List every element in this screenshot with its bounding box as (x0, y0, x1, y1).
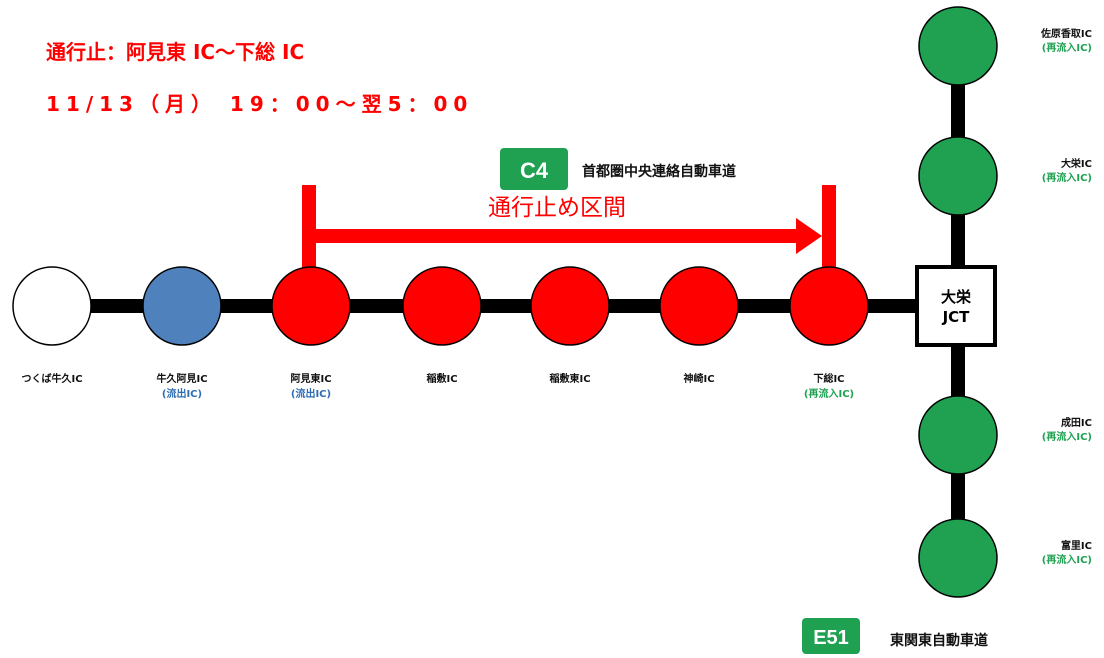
interchange-note: (再流入IC) (1041, 173, 1092, 184)
interchange-note: (再流入IC) (1041, 432, 1092, 443)
interchange-label: 富里IC (再流入IC) (1042, 540, 1092, 568)
interchange-name: 下総IC (813, 374, 845, 385)
interchange-label: 成田IC (再流入IC) (1042, 417, 1092, 445)
interchange-name: 稲敷IC (426, 374, 458, 385)
interchange-node (918, 136, 998, 216)
interchange-name: 神崎IC (683, 374, 715, 385)
junction-type: JCT (942, 308, 970, 326)
interchange-label: つくば牛久IC (21, 372, 82, 387)
interchange-note: (流出IC) (290, 389, 332, 400)
closure-section-label: 通行止め区間 (488, 195, 626, 221)
interchange-label: 牛久阿見IC (流出IC) (156, 372, 207, 402)
interchange-name: 阿見東IC (290, 374, 332, 385)
interchange-name: 牛久阿見IC (156, 374, 208, 385)
interchange-node (918, 518, 998, 598)
closure-title: 通行止：阿見東 IC～下総 IC (46, 40, 305, 64)
closure-arrow-head (796, 218, 822, 254)
interchange-name: 稲敷東IC (549, 374, 591, 385)
interchange-label: 稲敷IC (426, 372, 457, 387)
interchange-name: 富里IC (1060, 541, 1092, 552)
interchange-label: 阿見東IC (流出IC) (290, 372, 331, 402)
junction-box: 大栄 JCT (915, 265, 997, 347)
interchange-node (789, 266, 869, 346)
interchange-node (271, 266, 351, 346)
interchange-note: (再流入IC) (803, 389, 855, 400)
interchange-label: 佐原香取IC (再流入IC) (1041, 28, 1092, 56)
interchange-note: (流出IC) (161, 389, 203, 400)
e51-road-name: 東関東自動車道 (890, 633, 988, 649)
e51-route-badge: E51 (802, 618, 860, 654)
interchange-label: 大栄IC (再流入IC) (1042, 158, 1092, 186)
interchange-node (12, 266, 92, 346)
interchange-label: 下総IC (再流入IC) (804, 372, 854, 402)
interchange-node (918, 6, 998, 86)
interchange-node (530, 266, 610, 346)
closure-time: 11/13（月） 19：00～翌5：00 (46, 92, 474, 116)
c4-road-name: 首都圏中央連絡自動車道 (582, 164, 736, 180)
junction-name: 大栄 (940, 288, 971, 306)
interchange-name: 成田IC (1060, 418, 1092, 429)
closure-end-marker (822, 185, 836, 270)
interchange-label: 稲敷東IC (549, 372, 590, 387)
interchange-node (659, 266, 739, 346)
interchange-label: 神崎IC (683, 372, 714, 387)
interchange-name: 大栄IC (1060, 159, 1092, 170)
interchange-node (142, 266, 222, 346)
c4-route-badge: C4 (500, 148, 568, 190)
interchange-name: 佐原香取IC (1040, 29, 1092, 40)
interchange-node (402, 266, 482, 346)
closure-arrow-shaft (316, 229, 802, 243)
interchange-note: (再流入IC) (1041, 555, 1092, 566)
interchange-note: (再流入IC) (1041, 43, 1092, 54)
closure-start-marker (302, 185, 316, 270)
interchange-node (918, 395, 998, 475)
interchange-name: つくば牛久IC (21, 374, 83, 385)
